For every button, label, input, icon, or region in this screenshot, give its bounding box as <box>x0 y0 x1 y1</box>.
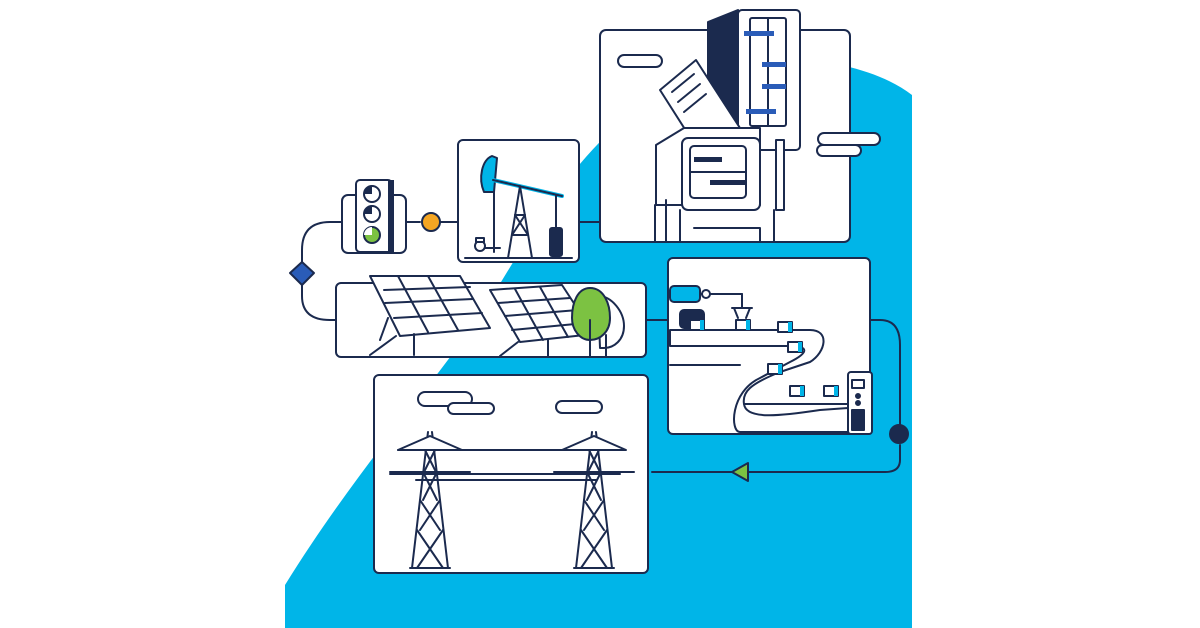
diamond-node-icon <box>289 261 315 286</box>
orange-node-icon <box>421 212 441 232</box>
tree-icon <box>571 287 625 357</box>
conveyor-belt-icon <box>669 329 849 433</box>
package-boxes <box>689 319 839 397</box>
transmission-tower-icon <box>553 431 635 569</box>
packaging-machine-icon <box>847 371 873 435</box>
cloud-icon <box>617 54 663 68</box>
arrow-left-icon <box>731 462 749 482</box>
oil-pump-panel <box>457 139 580 263</box>
navy-node-icon <box>889 424 909 444</box>
factory-conveyor-panel <box>667 257 873 435</box>
solar-farm-panel <box>335 275 647 358</box>
transmission-tower-icon <box>389 431 471 569</box>
solar-panel-icon <box>369 275 491 356</box>
data-center-panel <box>599 9 881 243</box>
connector-lines <box>301 221 901 473</box>
cloud-icon <box>555 400 603 414</box>
traffic-light-icon <box>341 179 407 254</box>
power-transmission-panel <box>373 374 649 574</box>
cloud-icon <box>447 402 495 415</box>
